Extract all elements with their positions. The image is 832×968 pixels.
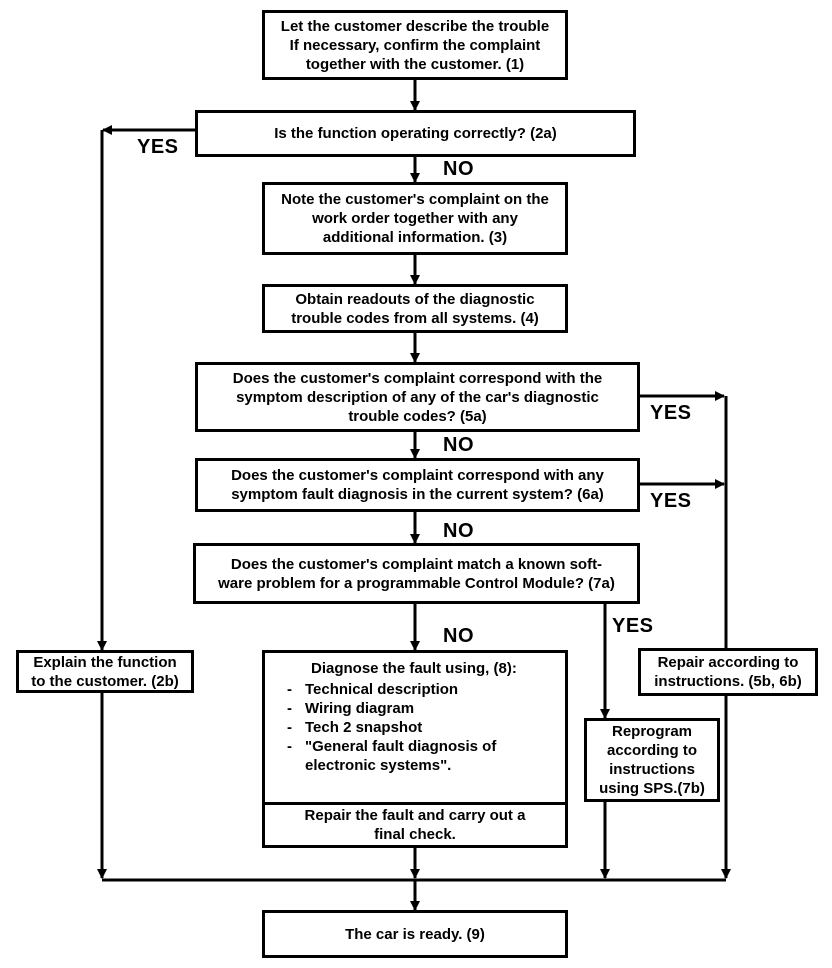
step-8-item-technical: Technical description: [283, 680, 547, 699]
step-9-car-ready: The car is ready. (9): [262, 910, 568, 958]
label-yes-6a: YES: [650, 490, 692, 512]
step-4-readouts: Obtain readouts of the diagnostic troubl…: [262, 284, 568, 333]
step-2b-explain-function: Explain the function to the customer. (2…: [16, 650, 194, 693]
step-5a-symptom-dtc: Does the customer's complaint correspond…: [195, 362, 640, 432]
step-8-diagnose-fault: Diagnose the fault using, (8): Technical…: [262, 650, 568, 805]
step-6a-text: Does the customer's complaint correspond…: [231, 467, 604, 503]
step-2b-text: Explain the function to the customer. (2…: [31, 653, 179, 690]
step-8-item-general: "General fault diagnosis of electronic s…: [283, 737, 547, 775]
step-8-method-list: Technical description Wiring diagram Tec…: [283, 680, 547, 775]
step-repair-final-check: Repair the fault and carry out a final c…: [262, 802, 568, 848]
label-yes-2a: YES: [137, 136, 179, 158]
step-1-text: Let the customer describe the trouble If…: [280, 17, 550, 73]
step-8-heading: Diagnose the fault using, (8):: [311, 660, 517, 677]
step-8-item-tech2: Tech 2 snapshot: [283, 718, 547, 737]
step-7a-software-problem: Does the customer's complaint match a kn…: [193, 543, 640, 604]
step-5b-6b-repair-instructions: Repair according to instructions. (5b, 6…: [638, 648, 818, 696]
step-5b-6b-text: Repair according to instructions. (5b, 6…: [654, 654, 802, 690]
label-no-7a: NO: [443, 625, 474, 647]
step-4-text: Obtain readouts of the diagnostic troubl…: [291, 290, 539, 327]
step-9-text: The car is ready. (9): [345, 925, 485, 943]
step-7a-text: Does the customer's complaint match a kn…: [218, 555, 615, 592]
step-2a-text: Is the function operating correctly? (2a…: [274, 125, 557, 142]
label-yes-7a: YES: [612, 615, 654, 637]
step-7b-text: Reprogram according to instructions usin…: [599, 723, 705, 797]
label-yes-5a: YES: [650, 402, 692, 424]
step-3-note-complaint: Note the customer's complaint on the wor…: [262, 182, 568, 255]
step-3-text: Note the customer's complaint on the wor…: [281, 191, 549, 246]
label-no-5a: NO: [443, 434, 474, 456]
step-6a-symptom-fault: Does the customer's complaint correspond…: [195, 458, 640, 512]
step-5a-text: Does the customer's complaint correspond…: [232, 369, 603, 425]
step-2a-function-check: Is the function operating correctly? (2a…: [195, 110, 636, 157]
step-7b-reprogram: Reprogram according to instructions usin…: [584, 718, 720, 802]
step-1-customer-describe: Let the customer describe the trouble If…: [262, 10, 568, 80]
step-8-item-wiring: Wiring diagram: [283, 699, 547, 718]
repair-text: Repair the fault and carry out a final c…: [304, 807, 526, 843]
label-no-2a: NO: [443, 158, 474, 180]
label-no-6a: NO: [443, 520, 474, 542]
